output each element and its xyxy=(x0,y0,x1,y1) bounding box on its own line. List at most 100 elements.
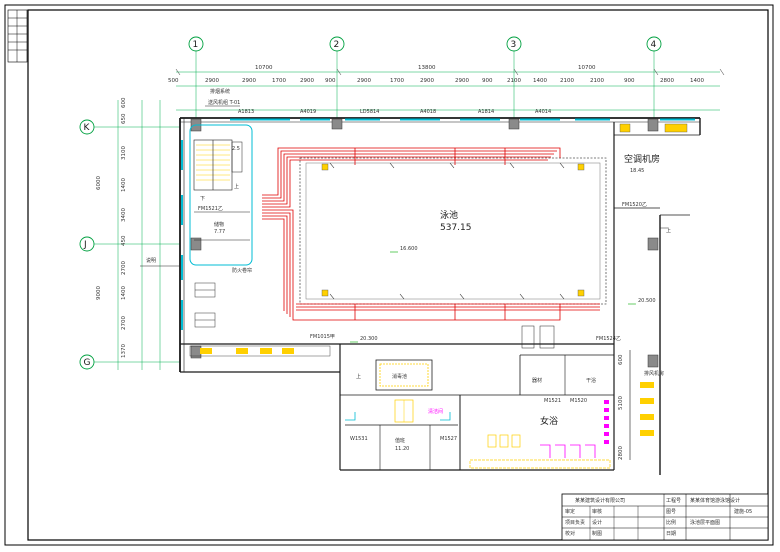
hvac-room: 空调机房 18.45 FM1520乙 上 xyxy=(619,123,688,234)
dim-sub-13: 1400 xyxy=(533,78,547,84)
dim-left-2: 650 xyxy=(121,113,127,124)
duty-area: 11.20 xyxy=(395,446,409,452)
lower-corridor: FM1015甲 xyxy=(189,334,335,357)
elevation-20500: 20.500 xyxy=(638,298,656,304)
pool: 泳池 537.15 16.600 xyxy=(299,157,607,305)
disinfect-pool: 消毒池 上 xyxy=(356,359,433,391)
window-a4019: A4019 xyxy=(300,109,316,115)
disinfect-name: 消毒池 xyxy=(392,373,407,380)
grid-label-4: 4 xyxy=(651,40,657,50)
grid-rows: K J G xyxy=(79,119,95,370)
dim-left-12: 1370 xyxy=(121,344,127,358)
title-field-1: 工程号 xyxy=(666,497,681,504)
storage-area: 7.77 xyxy=(214,229,225,235)
grid-columns: 1 2 3 4 xyxy=(188,36,662,52)
dim-left-6: 3400 xyxy=(121,208,127,222)
dim-left-4: 6000 xyxy=(96,176,102,190)
title-field-3: 比例 xyxy=(666,519,676,526)
dim-left-1: 600 xyxy=(121,97,127,108)
window-a1813: A1813 xyxy=(238,109,254,115)
door-m1521: M1521 xyxy=(544,398,561,404)
window-a4014: A4014 xyxy=(535,109,551,115)
window-a4018: A4018 xyxy=(420,109,436,115)
title-drawing-no: 建施-05 xyxy=(734,508,752,515)
dim-right-3: 2800 xyxy=(618,446,624,460)
dim-sub-14: 2100 xyxy=(560,78,574,84)
dim-left-7: 450 xyxy=(121,235,127,246)
west-shafts xyxy=(194,282,216,328)
top-dimensions: 10700 13800 10700 500 2900 2900 1700 290… xyxy=(168,65,704,84)
legend-note: 说明 xyxy=(146,257,156,264)
title-row-5: 校对 xyxy=(565,530,575,537)
dim-sub-1: 500 xyxy=(168,78,179,84)
hvac-name: 空调机房 xyxy=(624,153,660,165)
outer-frame xyxy=(4,4,774,546)
women-name: 女浴 xyxy=(540,415,558,427)
grid-lines xyxy=(94,51,720,370)
pipe-risers xyxy=(329,162,565,300)
dimension-ticks xyxy=(175,68,725,76)
grid-label-1: 1 xyxy=(193,40,199,50)
dim-total-3: 10700 xyxy=(578,65,596,71)
drawing-border xyxy=(27,9,769,541)
dim-sub-2: 2900 xyxy=(205,78,219,84)
door-fm1520: FM1520乙 xyxy=(622,201,647,208)
dim-total-1: 10700 xyxy=(255,65,273,71)
window-ld5814: LD5814 xyxy=(360,109,379,115)
grid-label-3: 3 xyxy=(511,40,517,50)
dim-left-5: 1400 xyxy=(121,178,127,192)
title-sheet: 泳池层平面图 xyxy=(690,519,720,526)
fire-shutter-label: 防火卷帘 xyxy=(232,267,252,274)
dim-sub-5: 2900 xyxy=(300,78,314,84)
women-bath: 女浴 xyxy=(469,400,611,469)
building-walls xyxy=(179,117,701,475)
dim-left-10: 9000 xyxy=(96,286,102,300)
door-fm1015: FM1015甲 xyxy=(310,334,335,340)
dim-sub-9: 2900 xyxy=(420,78,434,84)
door-m1520: M1520 xyxy=(570,398,587,404)
up-label-disinfect: 上 xyxy=(356,373,361,380)
grid-label-g: G xyxy=(84,358,91,368)
dim-sub-10: 2900 xyxy=(455,78,469,84)
lower-right-rooms: 器材 干浴 M1521 M1520 xyxy=(521,325,596,404)
pool-name: 泳池 xyxy=(440,209,458,221)
left-dimensions: 600 650 3100 6000 1400 3400 450 2700 140… xyxy=(96,97,127,358)
shower-name: 干浴 xyxy=(586,377,596,384)
stair-down-label: 下 xyxy=(200,196,205,202)
grid-label-j: J xyxy=(83,240,87,250)
title-block: 某某建筑设计有限公司 某某体育馆游泳馆设计 工程号 建施-05 图号 泳池层平面… xyxy=(561,493,769,541)
duty-name: 值班 xyxy=(395,437,405,444)
title-project: 某某体育馆游泳馆设计 xyxy=(690,497,740,504)
dim-sub-15: 2100 xyxy=(590,78,604,84)
dim-sub-3: 2900 xyxy=(242,78,256,84)
dim-right-1: 600 xyxy=(618,354,624,365)
title-row-3: 项目负责 xyxy=(565,519,585,526)
equip-name: 器材 xyxy=(532,377,542,384)
duty-room: 值班 11.20 W1531 M1527 xyxy=(345,399,457,452)
dim-sub-17: 2800 xyxy=(660,78,674,84)
fan-room-name: 排风机房 xyxy=(644,370,664,377)
storage-name: 储物 xyxy=(214,221,224,228)
janitor-label: 清洁间 xyxy=(428,408,443,415)
up-label-east: 上 xyxy=(666,227,671,234)
hvac-area: 18.45 xyxy=(630,168,644,174)
door-m1527: M1527 xyxy=(440,436,457,442)
dim-sub-8: 1700 xyxy=(390,78,404,84)
pool-outline-inner xyxy=(305,162,601,300)
title-field-2: 图号 xyxy=(666,509,676,515)
stair-elevation: 2.5 xyxy=(232,146,240,152)
door-fm1521: FM1521乙 xyxy=(198,205,223,212)
dim-left-9: 1400 xyxy=(121,286,127,300)
title-field-4: 日期 xyxy=(666,531,676,537)
dim-sub-18: 1400 xyxy=(690,78,704,84)
smoke-system-note: 排烟系统 xyxy=(210,88,230,95)
heating-pipes xyxy=(262,147,600,321)
stair-up-label: 上 xyxy=(234,183,239,190)
dim-total-2: 13800 xyxy=(418,65,436,71)
dim-sub-11: 900 xyxy=(482,78,493,84)
dim-left-11: 2700 xyxy=(121,316,127,330)
grid-bubble-j xyxy=(79,236,95,252)
vent-unit-note: 送风机组 T-01 xyxy=(208,99,240,106)
east-corridor: 排风机房 600 5100 2800 FM1524乙 xyxy=(596,335,664,460)
